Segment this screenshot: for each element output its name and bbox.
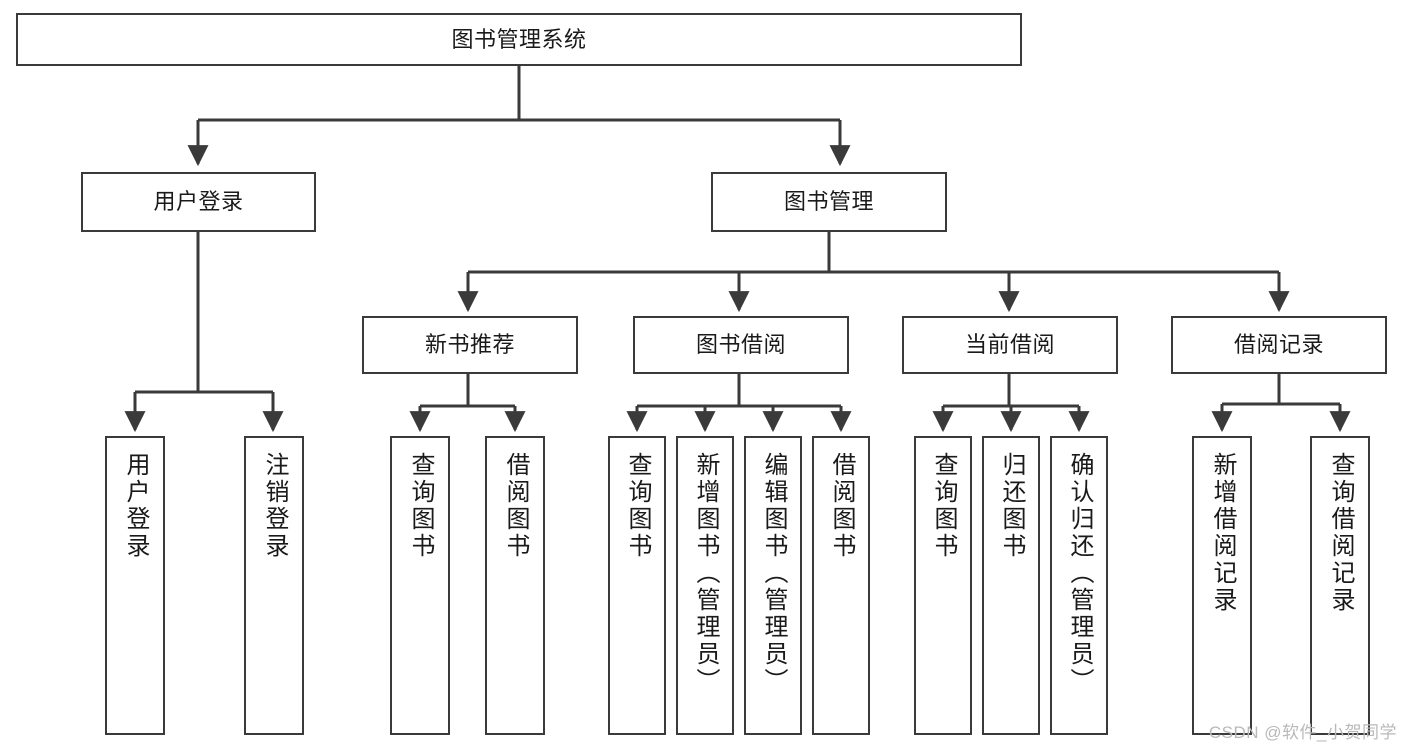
leaf-record-add-record-label: 新增借阅记录 bbox=[1209, 452, 1236, 614]
leaf-user-login-login-label: 用户登录 bbox=[122, 452, 149, 560]
leaf-current-confirm-return[interactable]: 确认归还（管理员） bbox=[1050, 436, 1108, 735]
node-book-borrow-label: 图书借阅 bbox=[695, 332, 786, 358]
node-root[interactable]: 图书管理系统 bbox=[16, 13, 1022, 66]
node-book-borrow[interactable]: 图书借阅 bbox=[633, 316, 849, 374]
leaf-recommend-borrow-book-label: 借阅图书 bbox=[502, 452, 529, 560]
leaf-current-return-book[interactable]: 归还图书 bbox=[982, 436, 1040, 735]
node-root-label: 图书管理系统 bbox=[451, 26, 587, 52]
node-borrow-record[interactable]: 借阅记录 bbox=[1171, 316, 1387, 374]
leaf-recommend-borrow-book[interactable]: 借阅图书 bbox=[485, 436, 545, 735]
leaf-borrow-borrow-book[interactable]: 借阅图书 bbox=[812, 436, 870, 735]
watermark: CSDN @软件_小贺同学 bbox=[1208, 723, 1397, 742]
leaf-borrow-edit-book-label: 编辑图书（管理员） bbox=[760, 452, 787, 695]
leaf-current-confirm-return-label: 确认归还（管理员） bbox=[1066, 452, 1093, 695]
leaf-borrow-add-book[interactable]: 新增图书（管理员） bbox=[676, 436, 734, 735]
node-book-management-label: 图书管理 bbox=[783, 189, 874, 215]
leaf-record-query-record[interactable]: 查询借阅记录 bbox=[1310, 436, 1370, 735]
node-book-management[interactable]: 图书管理 bbox=[711, 172, 947, 232]
leaf-current-query-book-label: 查询图书 bbox=[930, 452, 957, 560]
node-user-login[interactable]: 用户登录 bbox=[81, 172, 316, 232]
node-new-book-recommend[interactable]: 新书推荐 bbox=[362, 316, 578, 374]
leaf-user-login-logout-label: 注销登录 bbox=[261, 452, 288, 560]
leaf-record-query-record-label: 查询借阅记录 bbox=[1327, 452, 1354, 614]
leaf-user-login-login[interactable]: 用户登录 bbox=[105, 436, 165, 735]
node-new-book-recommend-label: 新书推荐 bbox=[424, 332, 515, 358]
leaf-user-login-logout[interactable]: 注销登录 bbox=[244, 436, 304, 735]
leaf-recommend-query-book[interactable]: 查询图书 bbox=[390, 436, 450, 735]
leaf-borrow-add-book-label: 新增图书（管理员） bbox=[692, 452, 719, 695]
node-current-borrow[interactable]: 当前借阅 bbox=[902, 316, 1118, 374]
node-current-borrow-label: 当前借阅 bbox=[964, 332, 1055, 358]
leaf-borrow-borrow-book-label: 借阅图书 bbox=[828, 452, 855, 560]
leaf-record-add-record[interactable]: 新增借阅记录 bbox=[1192, 436, 1252, 735]
node-borrow-record-label: 借阅记录 bbox=[1233, 332, 1324, 358]
leaf-borrow-edit-book[interactable]: 编辑图书（管理员） bbox=[744, 436, 802, 735]
leaf-borrow-query-book-label: 查询图书 bbox=[624, 452, 651, 560]
leaf-current-query-book[interactable]: 查询图书 bbox=[914, 436, 972, 735]
leaf-recommend-query-book-label: 查询图书 bbox=[407, 452, 434, 560]
leaf-current-return-book-label: 归还图书 bbox=[998, 452, 1025, 560]
leaf-borrow-query-book[interactable]: 查询图书 bbox=[608, 436, 666, 735]
node-user-login-label: 用户登录 bbox=[153, 189, 244, 215]
